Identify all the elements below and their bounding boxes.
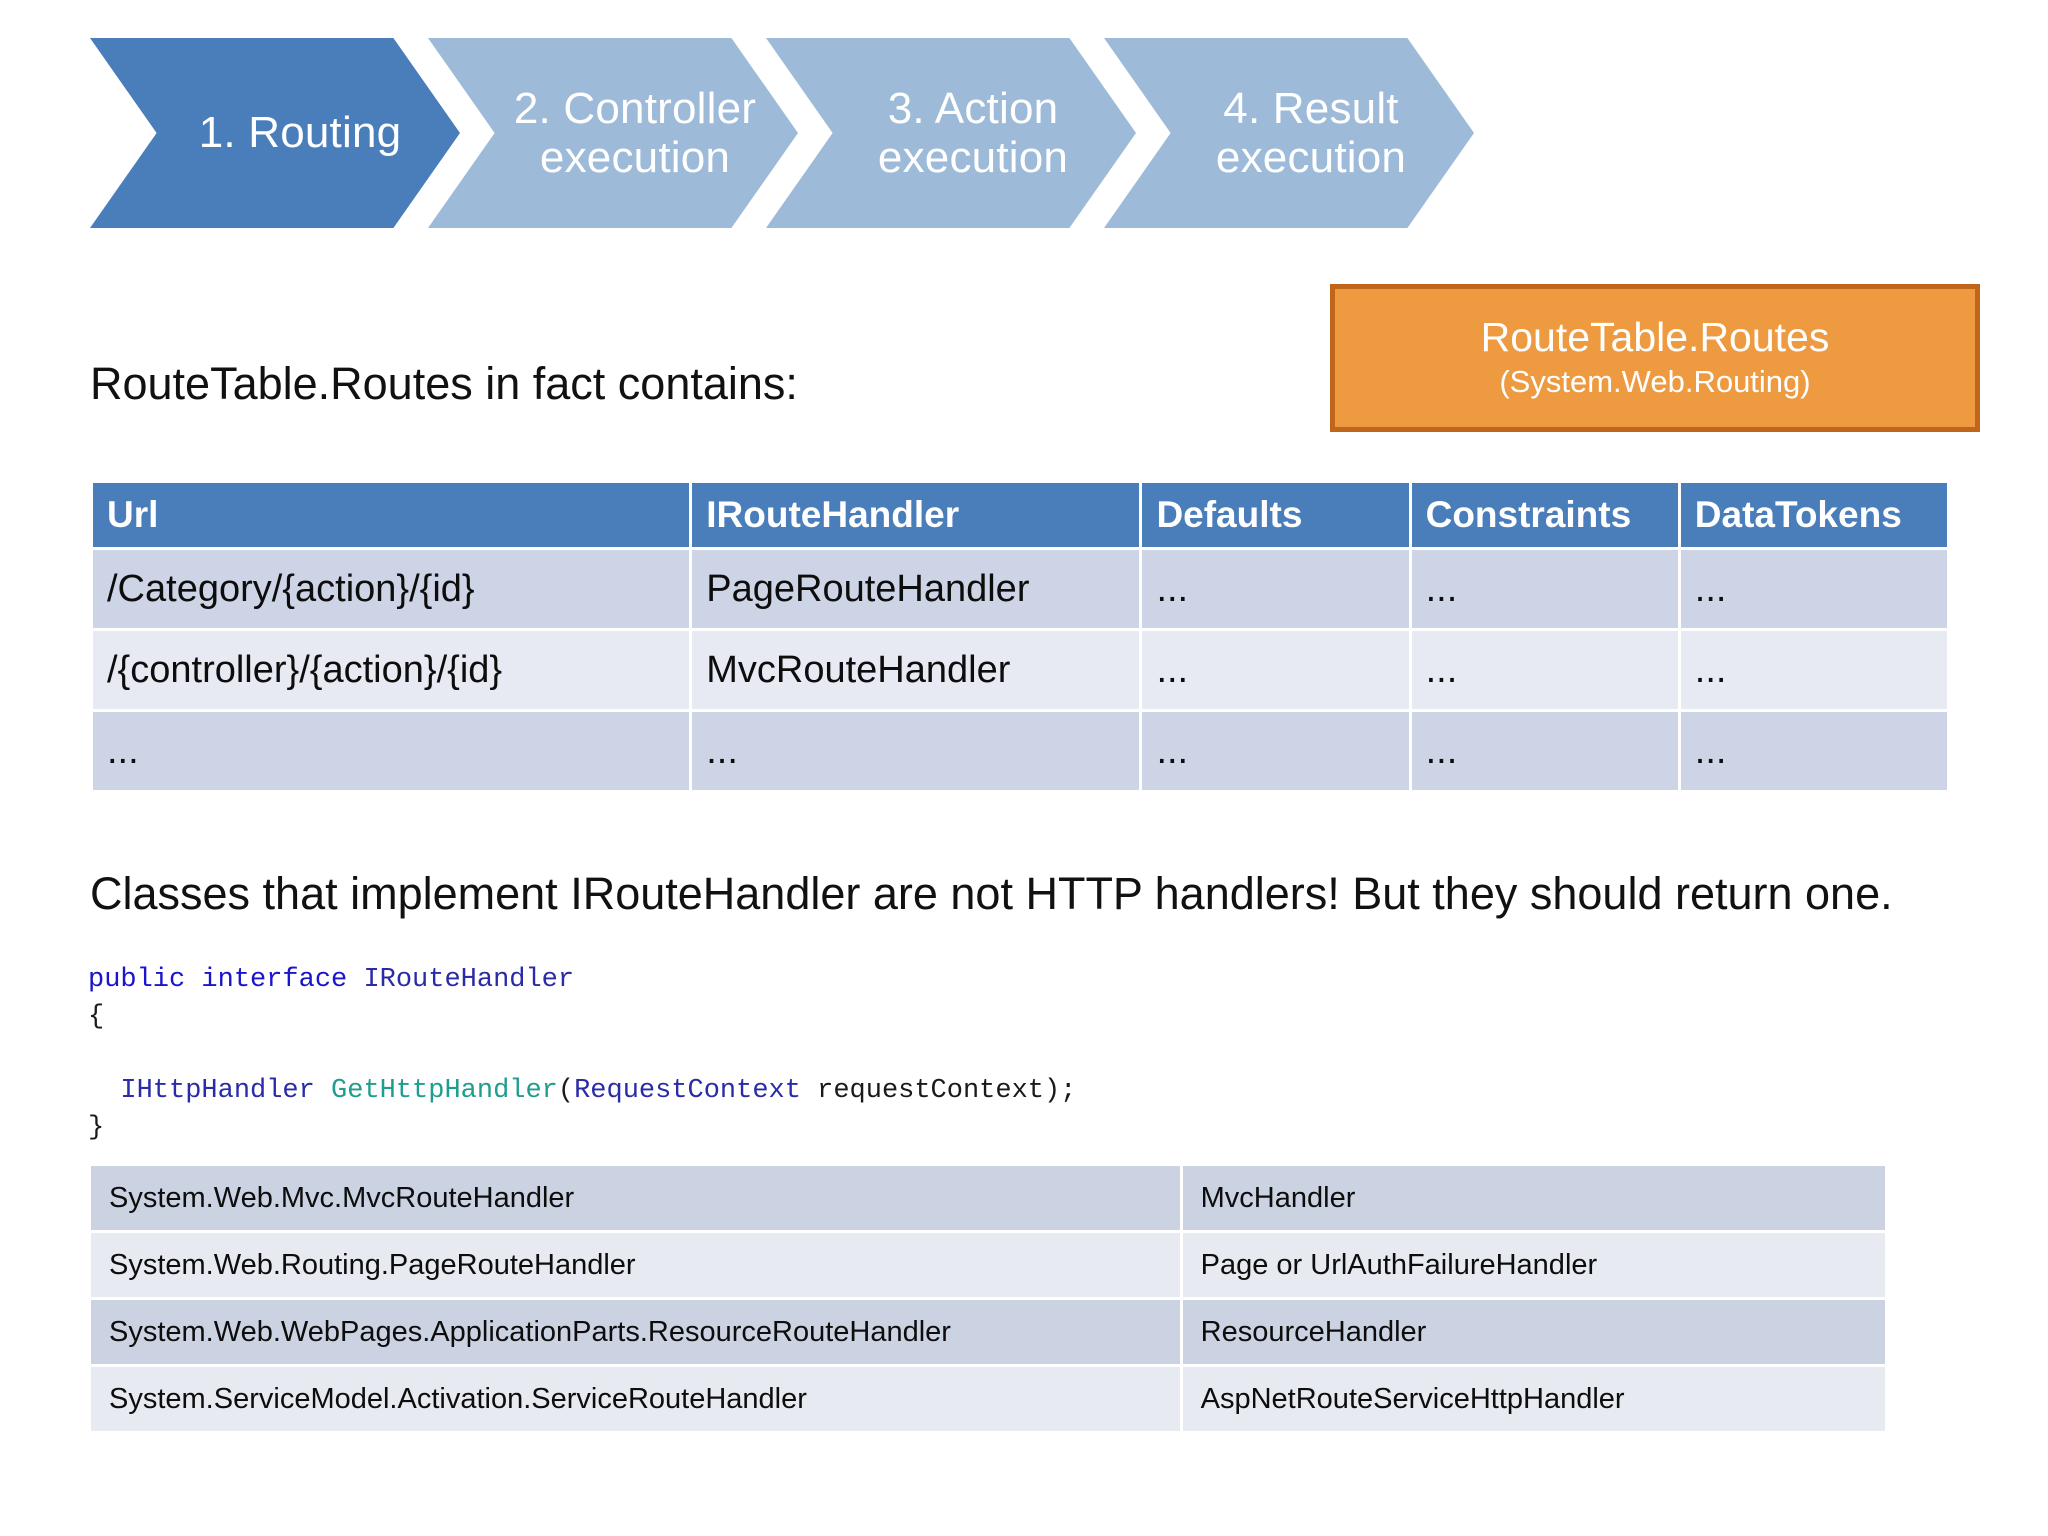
process-step-3-label: 3. Action execution [877,83,1069,182]
process-step-4-label: 4. Result execution [1215,83,1407,182]
table-row: /{controller}/{action}/{id} MvcRouteHand… [93,631,1947,709]
handler-type-name: System.Web.Mvc.MvcRouteHandler [91,1166,1180,1230]
routes-cell-url: /{controller}/{action}/{id} [93,631,690,709]
table-row: /Category/{action}/{id} PageRouteHandler… [93,550,1947,628]
code-method-gethttphandler: GetHttpHandler [331,1076,558,1106]
callout-subtitle: (System.Web.Routing) [1499,363,1811,399]
table-row: System.Web.Mvc.MvcRouteHandler MvcHandle… [91,1166,1885,1230]
routes-cell-defaults: ... [1142,712,1409,790]
handler-type-name: System.Web.Routing.PageRouteHandler [91,1233,1180,1297]
routes-cell-url: ... [93,712,690,790]
routes-cell-constraints: ... [1411,550,1678,628]
routes-cell-defaults: ... [1142,631,1409,709]
routes-cell-constraints: ... [1411,712,1678,790]
routes-col-iroutehandler: IRouteHandler [692,483,1140,547]
process-step-2-label: 2. Controller execution [513,83,757,182]
handler-returns: ResourceHandler [1182,1300,1885,1364]
code-brace-close: } [88,1113,105,1143]
routes-cell-url: /Category/{action}/{id} [93,550,690,628]
table-row: ... ... ... ... ... [93,712,1947,790]
process-flow-band: 1. Routing 2. Controller execution 3. Ac… [0,0,2048,230]
routes-col-constraints: Constraints [1411,483,1678,547]
routes-cell-handler: PageRouteHandler [692,550,1140,628]
process-step-1[interactable]: 1. Routing [90,38,460,228]
routes-cell-constraints: ... [1411,631,1678,709]
routes-table: Url IRouteHandler Defaults Constraints D… [90,480,1950,793]
routes-cell-handler: MvcRouteHandler [692,631,1140,709]
code-param-requestcontext: requestContext [817,1076,1044,1106]
code-type-requestcontext: RequestContext [574,1076,801,1106]
handlers-table: System.Web.Mvc.MvcRouteHandler MvcHandle… [88,1163,1888,1434]
handler-type-name: System.Web.WebPages.ApplicationParts.Res… [91,1300,1180,1364]
handler-type-name: System.ServiceModel.Activation.ServiceRo… [91,1367,1180,1431]
routes-cell-handler: ... [692,712,1140,790]
table-row: System.Web.Routing.PageRouteHandler Page… [91,1233,1885,1297]
code-keyword-interface: interface [201,965,348,995]
process-step-1-label: 1. Routing [198,108,402,158]
routes-col-defaults: Defaults [1142,483,1409,547]
intro-text: RouteTable.Routes in fact contains: [90,358,798,409]
callout-title: RouteTable.Routes [1480,313,1830,360]
process-step-3[interactable]: 3. Action execution [766,38,1136,228]
routes-col-url: Url [93,483,690,547]
routes-table-header-row: Url IRouteHandler Defaults Constraints D… [93,483,1947,547]
code-brace-open: { [88,1002,105,1032]
handler-returns: MvcHandler [1182,1166,1885,1230]
routetable-routes-callout: RouteTable.Routes (System.Web.Routing) [1330,284,1980,432]
routes-cell-datatokens: ... [1680,550,1947,628]
table-row: System.Web.WebPages.ApplicationParts.Res… [91,1300,1885,1364]
handler-returns: AspNetRouteServiceHttpHandler [1182,1367,1885,1431]
routes-cell-datatokens: ... [1680,712,1947,790]
code-snippet: public interface IRouteHandler { IHttpHa… [88,962,1988,1143]
code-paren-open: ( [557,1076,575,1106]
routes-cell-defaults: ... [1142,550,1409,628]
process-step-2[interactable]: 2. Controller execution [428,38,798,228]
note-text: Classes that implement IRouteHandler are… [90,868,1893,919]
code-type-ihttphandler: IHttpHandler [120,1076,315,1106]
code-keyword-public: public [88,965,186,995]
code-line3-tail: ); [1043,1076,1077,1106]
code-type-iroutehandler: IRouteHandler [363,965,575,995]
handler-returns: Page or UrlAuthFailureHandler [1182,1233,1885,1297]
routes-col-datatokens: DataTokens [1680,483,1947,547]
table-row: System.ServiceModel.Activation.ServiceRo… [91,1367,1885,1431]
process-step-4[interactable]: 4. Result execution [1104,38,1474,228]
routes-cell-datatokens: ... [1680,631,1947,709]
